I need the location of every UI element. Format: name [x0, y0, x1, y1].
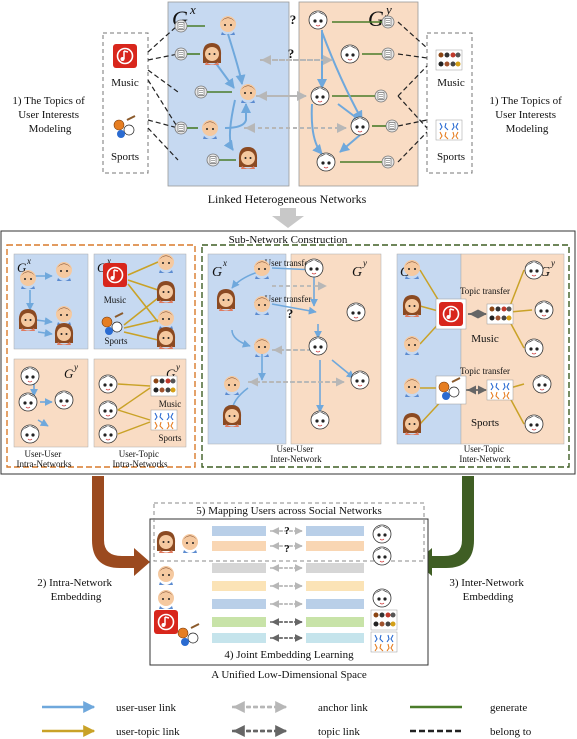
svg-text:x: x: [222, 258, 227, 268]
svg-text:x: x: [106, 256, 111, 266]
svg-text:y: y: [362, 258, 367, 268]
inter-networks-box: [201, 244, 570, 468]
legend-belong: belong to: [490, 726, 532, 738]
unknown-anchor-2: ?: [288, 46, 295, 61]
intra-embedding-label: 2) Intra-Network Embedding: [37, 577, 115, 603]
svg-text:?: ?: [287, 306, 294, 321]
user-transfer-label-2: User transfer: [265, 294, 312, 304]
svg-text:Music: Music: [104, 295, 127, 305]
topics-label-left: 1) The Topics of User Interests Modeling: [12, 95, 87, 135]
svg-text:G: G: [352, 265, 362, 280]
svg-text:Sports: Sports: [471, 417, 499, 429]
sports-label-right: Sports: [437, 151, 465, 163]
down-arrow-top: [272, 208, 304, 228]
svg-text:x: x: [26, 256, 31, 266]
sports-items-icon: [486, 379, 514, 401]
embedding-bars: [212, 526, 364, 643]
legend-generate: generate: [490, 702, 527, 714]
svg-text:G: G: [166, 366, 176, 381]
linked-networks-caption: Linked Heterogeneous Networks: [208, 192, 367, 206]
svg-text:y: y: [175, 362, 180, 372]
svg-text:Sports: Sports: [158, 433, 182, 443]
user-user-inter-label: User-User Inter-Network: [270, 444, 322, 464]
user-avatar: [308, 10, 328, 30]
gy-superscript: y: [384, 2, 392, 17]
inter-embedding-arrow: [416, 476, 474, 576]
gy-label: G: [368, 6, 384, 31]
svg-text:Sports: Sports: [104, 336, 128, 346]
mapping-title: 5) Mapping Users across Social Networks: [196, 505, 381, 517]
legend-user-user: user-user link: [116, 702, 176, 714]
user-avatar: [202, 43, 222, 65]
user-topic-intra-label: User-Topic Intra-Networks: [113, 449, 168, 469]
topic-transfer-label-2: Topic transfer: [460, 366, 510, 376]
music-icon: [438, 301, 464, 327]
user-transfer-label-1: User transfer: [265, 258, 312, 268]
intra-embedding-arrow: [92, 476, 150, 576]
svg-text:G: G: [97, 260, 107, 275]
linked-heterogeneous-networks: G x G y Music Sports Music Sports 1) The…: [12, 1, 564, 206]
legend-user-topic: user-topic link: [116, 726, 180, 738]
inter-embedding-label: 3) Inter-Network Embedding: [449, 577, 526, 603]
joint-embedding-title: 4) Joint Embedding Learning: [224, 649, 354, 661]
unified-space-caption: A Unified Low-Dimensional Space: [211, 669, 367, 681]
svg-text:G: G: [17, 260, 27, 275]
svg-text:G: G: [64, 366, 74, 381]
svg-text:?: ?: [284, 543, 290, 555]
user-avatar: [238, 147, 258, 169]
intra-networks-box: [6, 244, 196, 468]
music-items-icon: [486, 303, 514, 325]
gx-superscript: x: [189, 2, 196, 17]
svg-text:y: y: [73, 362, 78, 372]
user-avatar: [316, 152, 336, 172]
user-user-intra-label: User-User Intra-Networks: [17, 449, 72, 469]
belong-to-lines: [147, 21, 428, 163]
unified-embedding-space: 2) Intra-Network Embedding 3) Inter-Netw…: [37, 476, 526, 681]
sports-items-icon: [150, 409, 178, 431]
legend: user-user link anchor link generate user…: [42, 701, 532, 738]
svg-text:G: G: [540, 265, 550, 280]
sub-network-title: Sub-Network Construction: [229, 234, 348, 246]
sports-label-left: Sports: [111, 151, 139, 163]
legend-topic: topic link: [318, 726, 360, 738]
topic-transfer-label-1: Topic transfer: [460, 286, 510, 296]
svg-text:G: G: [400, 265, 410, 280]
mapping-box: [153, 502, 425, 562]
gx-panel-top: [167, 1, 290, 187]
user-avatar: [340, 44, 360, 64]
sports-items-icon: [435, 119, 463, 141]
anchor-links-top: [244, 55, 347, 133]
unknown-anchor-1: ?: [290, 12, 297, 27]
music-icon: [112, 43, 138, 69]
music-label-right: Music: [437, 77, 465, 89]
svg-text:G: G: [212, 265, 222, 280]
svg-text:y: y: [550, 258, 555, 268]
legend-anchor: anchor link: [318, 702, 368, 714]
user-avatar: [350, 116, 370, 136]
music-items-icon: [150, 375, 178, 397]
svg-text:?: ?: [284, 525, 290, 537]
music-items-icon: [435, 49, 463, 71]
music-label-left: Music: [111, 77, 139, 89]
topics-label-right: 1) The Topics of User Interests Modeling: [489, 95, 564, 135]
music-icon: [102, 262, 128, 288]
svg-text:Music: Music: [159, 399, 182, 409]
generate-links-top: [187, 21, 386, 163]
svg-text:Music: Music: [471, 333, 499, 345]
user-avatar: [310, 86, 330, 106]
user-topic-inter-label: User-Topic Inter-Network: [459, 444, 511, 464]
